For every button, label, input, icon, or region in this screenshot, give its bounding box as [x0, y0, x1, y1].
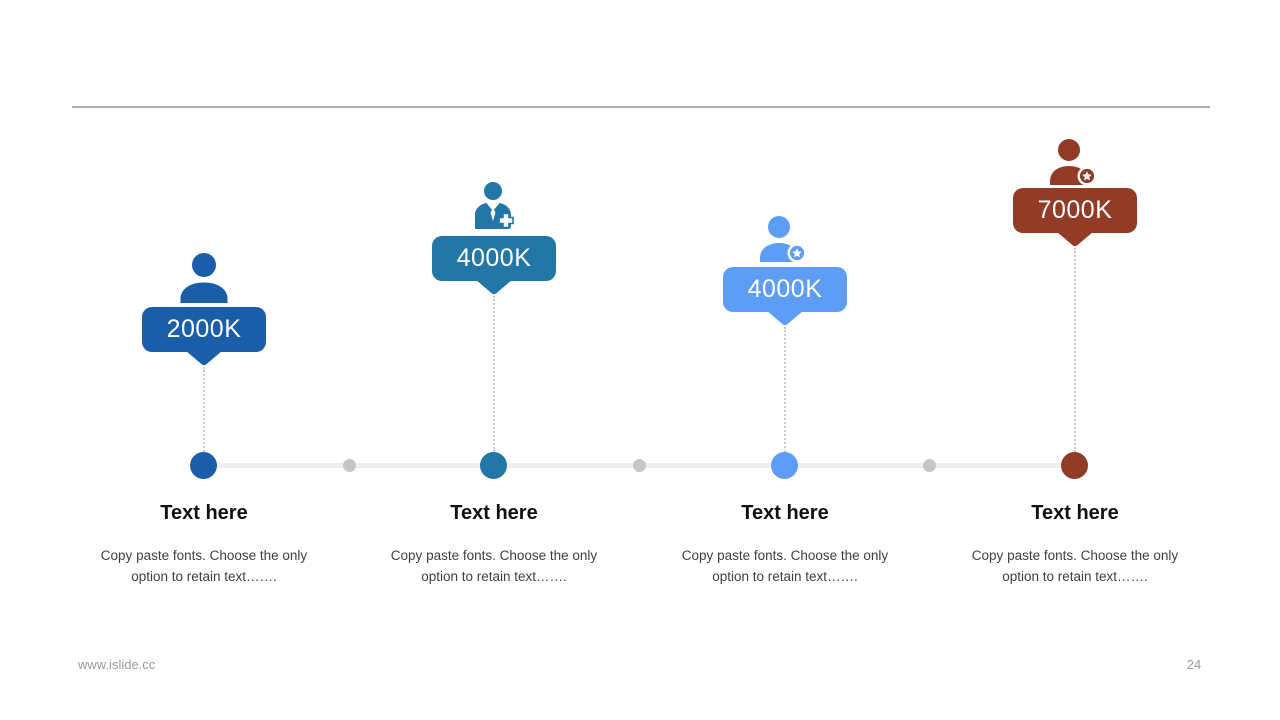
callout-tail	[476, 280, 512, 295]
timeline-dot	[480, 452, 507, 479]
timeline-connector-dot	[633, 459, 646, 472]
timeline-dot	[1061, 452, 1088, 479]
dashed-connector-line	[203, 367, 205, 452]
milestone-4: 7000K Text here Copy paste fonts. Choose…	[945, 0, 1205, 720]
milestone-2: 4000K Text here Copy paste fonts. Choose…	[364, 0, 624, 720]
callout-value: 4000K	[747, 275, 823, 303]
callout-tail	[1057, 232, 1093, 247]
timeline-connector-dot	[923, 459, 936, 472]
dashed-connector-line	[784, 327, 786, 452]
dashed-connector-line	[493, 296, 495, 452]
callout-value: 4000K	[456, 244, 532, 272]
callout-tail	[767, 311, 803, 326]
page-number: 24	[1186, 657, 1202, 672]
person-star-icon	[1049, 139, 1097, 191]
timeline-connector-dot	[343, 459, 356, 472]
callout-tail	[186, 351, 222, 366]
milestone-3: 4000K Text here Copy paste fonts. Choose…	[655, 0, 915, 720]
callout-value: 2000K	[166, 315, 242, 343]
milestone-description: Copy paste fonts. Choose the only option…	[390, 548, 598, 584]
milestone-1: 2000K Text here Copy paste fonts. Choose…	[74, 0, 334, 720]
timeline-dot	[771, 452, 798, 479]
timeline-dot	[190, 452, 217, 479]
milestone-title: Text here	[160, 502, 248, 524]
callout-value: 7000K	[1037, 196, 1113, 224]
value-callout: 4000K	[432, 236, 556, 281]
value-callout: 2000K	[142, 307, 266, 352]
value-callout: 7000K	[1013, 188, 1137, 233]
footer-website: www.islide.cc	[78, 657, 156, 672]
value-callout: 4000K	[723, 267, 847, 312]
person-icon	[179, 253, 229, 308]
milestone-title: Text here	[741, 502, 829, 524]
milestone-description: Copy paste fonts. Choose the only option…	[971, 548, 1179, 584]
person-star-icon	[759, 216, 807, 268]
milestone-description: Copy paste fonts. Choose the only option…	[681, 548, 889, 584]
milestone-title: Text here	[1031, 502, 1119, 524]
dashed-connector-line	[1074, 248, 1076, 452]
milestone-title: Text here	[450, 502, 538, 524]
doctor-plus-icon	[471, 182, 517, 237]
header-divider-line	[72, 106, 1210, 108]
milestone-description: Copy paste fonts. Choose the only option…	[100, 548, 308, 584]
